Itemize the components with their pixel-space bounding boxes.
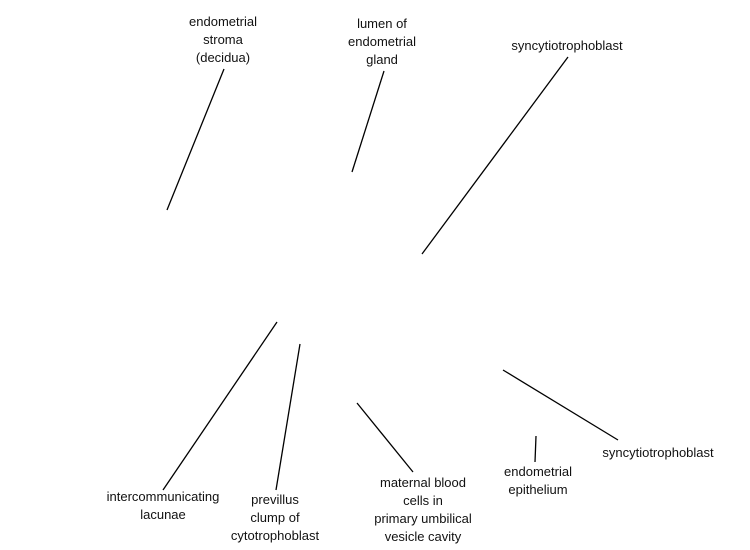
label-line: epithelium bbox=[508, 482, 568, 497]
leader-line-lumen-gland bbox=[351, 70, 385, 173]
leader-line-syncytiotrophoblast-right bbox=[502, 369, 619, 441]
label-lumen-gland: lumen of endometrial gland bbox=[332, 15, 432, 69]
label-line: endometrial bbox=[348, 34, 416, 49]
label-line: endometrial bbox=[504, 464, 572, 479]
label-line: syncytiotrophoblast bbox=[511, 38, 623, 53]
label-line: lacunae bbox=[140, 507, 186, 522]
label-line: syncytiotrophoblast bbox=[602, 445, 714, 460]
label-line: maternal blood bbox=[380, 475, 466, 490]
leader-line-endometrial-epithelium bbox=[534, 435, 537, 463]
label-line: endometrial bbox=[189, 14, 257, 29]
label-endometrial-epithelium: endometrial epithelium bbox=[490, 463, 586, 499]
label-maternal-blood: maternal blood cells in primary umbilica… bbox=[360, 474, 486, 546]
label-line: primary umbilical bbox=[374, 511, 472, 526]
label-line: (decidua) bbox=[195, 50, 251, 65]
leader-line-maternal-blood bbox=[356, 402, 414, 473]
leader-line-endometrial-stroma bbox=[166, 68, 225, 211]
label-line: gland bbox=[366, 52, 398, 67]
label-line: clump of bbox=[250, 510, 300, 525]
label-endometrial-stroma: endometrial stroma (decidua) bbox=[171, 13, 275, 67]
label-syncytiotrophoblast-right: syncytiotrophoblast bbox=[588, 444, 728, 462]
label-line: cytotrophoblast bbox=[230, 528, 320, 543]
leader-line-previllus-clump bbox=[275, 343, 301, 491]
label-previllus-clump: previllus clump of cytotrophoblast bbox=[222, 491, 328, 545]
label-line: stroma bbox=[203, 32, 243, 47]
label-syncytiotrophoblast-top: syncytiotrophoblast bbox=[497, 37, 637, 55]
label-line: lumen of bbox=[357, 16, 407, 31]
label-line: intercommunicating bbox=[106, 489, 220, 504]
label-intercommunicating-lacunae: intercommunicating lacunae bbox=[91, 488, 235, 524]
leader-line-intercommunicating-lacunae bbox=[162, 321, 278, 491]
label-line: cells in bbox=[403, 493, 443, 508]
label-line: previllus bbox=[251, 492, 299, 507]
label-line: vesicle cavity bbox=[384, 529, 462, 544]
leader-line-syncytiotrophoblast-top bbox=[421, 56, 569, 255]
